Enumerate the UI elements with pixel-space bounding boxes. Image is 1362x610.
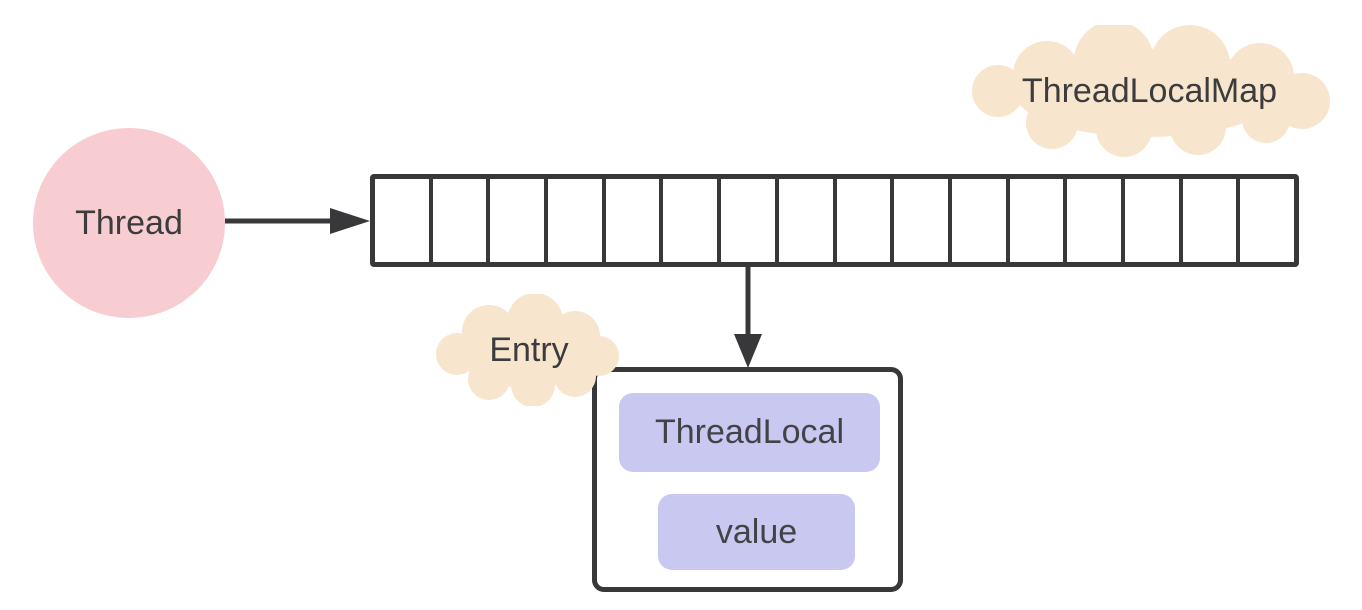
array-cell	[894, 179, 952, 262]
array-cell	[1124, 179, 1183, 262]
threadlocalmap-cloud: ThreadLocalMap	[962, 25, 1337, 157]
array-cell	[432, 179, 491, 262]
arrow-head	[330, 208, 370, 234]
thread-node: Thread	[33, 128, 225, 318]
cloud-shape	[972, 25, 1330, 157]
entry-value-chip: value	[658, 494, 855, 570]
array-cell	[1240, 179, 1294, 262]
thread-to-array-arrow	[225, 208, 370, 234]
array-cell	[951, 179, 1010, 262]
entry-box: ThreadLocal value	[592, 367, 903, 592]
array-cell	[836, 179, 895, 262]
array-cell	[663, 179, 722, 262]
entry-label: Entry	[489, 330, 569, 369]
array-cell	[721, 179, 779, 262]
array-cell	[490, 179, 549, 262]
threadlocalmap-array	[370, 174, 1299, 267]
array-to-entry-arrow	[734, 266, 762, 368]
entry-key-chip: ThreadLocal	[619, 393, 880, 472]
arrow-head	[734, 334, 762, 368]
entry-value-label: value	[715, 512, 798, 551]
array-cell	[1067, 179, 1125, 262]
thread-label: Thread	[75, 203, 183, 242]
array-cell	[548, 179, 606, 262]
array-cell	[375, 179, 433, 262]
array-cell	[605, 179, 664, 262]
entry-key-label: ThreadLocal	[654, 413, 844, 451]
array-cell	[1009, 179, 1068, 262]
cloud-shape	[436, 294, 619, 406]
threadlocalmap-label: ThreadLocalMap	[1021, 71, 1278, 110]
array-cell	[778, 179, 837, 262]
array-cell	[1182, 179, 1241, 262]
entry-cloud: Entry	[433, 294, 625, 406]
